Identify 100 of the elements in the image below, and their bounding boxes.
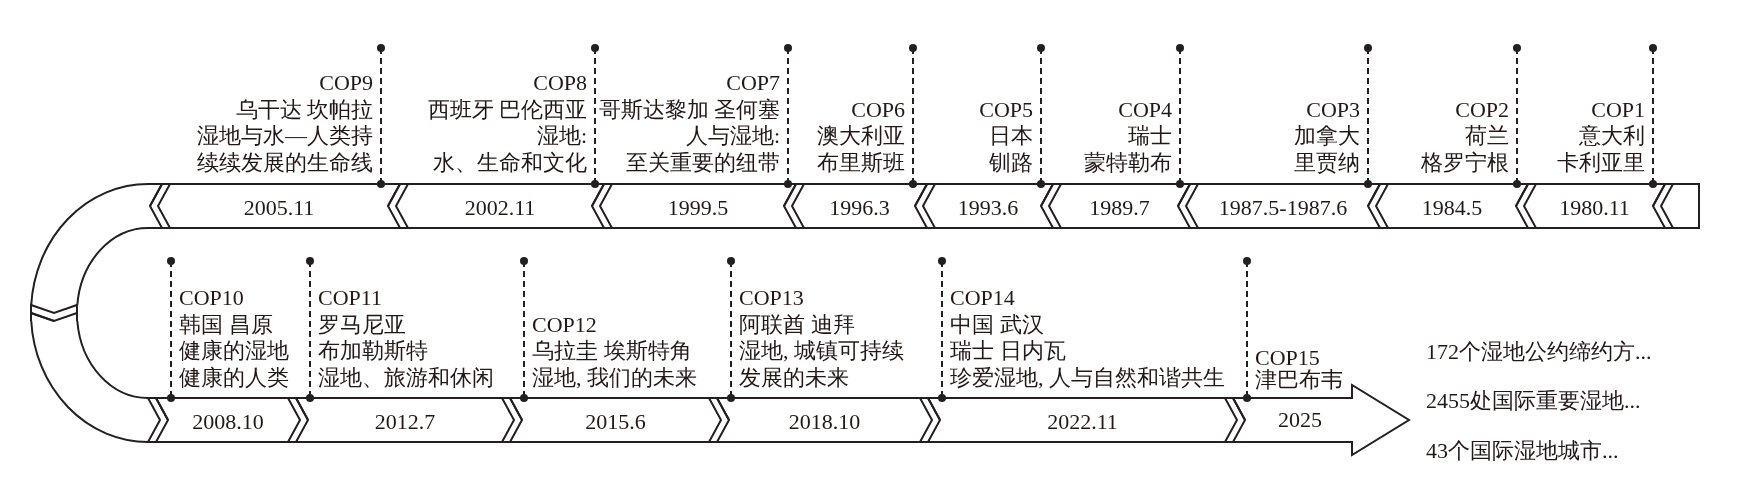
event-note: 西班牙 巴伦西亚 — [427, 96, 587, 123]
event-note: 罗马尼亚 — [318, 311, 406, 338]
date-label: 2002.11 — [464, 195, 536, 221]
date-label: 2012.7 — [374, 409, 436, 435]
event-note: 哥斯达黎加 圣何塞 — [598, 96, 780, 123]
session-label: COP8 — [533, 70, 587, 97]
date-label: 2015.6 — [585, 409, 646, 435]
timeline-segment — [935, 183, 1041, 229]
statistic-note: 2455处国际重要湿地... — [1426, 388, 1641, 414]
date-label: 1980.11 — [1559, 195, 1630, 221]
chevron-arrow — [146, 397, 169, 443]
date-label: 1989.7 — [1089, 195, 1150, 221]
chevron-arrow — [286, 397, 309, 443]
timeline-segment — [308, 397, 502, 443]
event-note: 意大利 — [1579, 123, 1645, 150]
chevron-arrow — [500, 397, 523, 443]
timeline-segment — [168, 397, 288, 443]
event-note: 钏路 — [989, 149, 1033, 176]
event-note: 布加勒斯特 — [318, 338, 428, 365]
event-note: 珍爱湿地, 人与自然和谐共生 — [950, 364, 1225, 391]
session-label: COP4 — [1118, 96, 1172, 123]
event-note: 荷兰 — [1465, 123, 1509, 150]
event-note: 韩国 昌原 — [179, 311, 273, 338]
event-note: 水、生命和文化 — [433, 149, 587, 176]
timeline-segment — [729, 397, 920, 443]
timeline-segment — [940, 397, 1225, 443]
session-label: COP2 — [1455, 96, 1509, 123]
chevron-arrow — [1652, 183, 1675, 229]
session-label: COP14 — [950, 285, 1015, 312]
session-label: COP13 — [739, 285, 804, 312]
date-label: 2005.11 — [243, 195, 315, 221]
event-note: 里贾纳 — [1294, 149, 1360, 176]
event-note: 湿地与水—人类持续续发展的生命线 — [196, 123, 373, 176]
event-note: 中国 武汉 — [950, 311, 1044, 338]
statistic-note: 172个湿地公约缔约方... — [1426, 339, 1652, 365]
event-note: 健康的湿地健康的人类 — [179, 338, 290, 391]
event-note: 瑞士 — [1128, 123, 1172, 150]
chevron-arrow — [387, 183, 410, 229]
timeline-segment — [804, 183, 915, 229]
timeline-segment — [1388, 183, 1516, 229]
date-label: 2025 — [1278, 407, 1322, 433]
event-note: 人与湿地: — [685, 123, 780, 150]
session-label: COP11 — [318, 285, 382, 312]
chevron-arrow — [1040, 183, 1063, 229]
event-note: 乌拉圭 埃斯特角 — [532, 338, 692, 365]
chevron-arrow — [707, 397, 730, 443]
event-note: 阿联酋 迪拜 — [739, 311, 855, 338]
date-label: 1993.6 — [957, 195, 1019, 221]
chevron-arrow — [1515, 183, 1538, 229]
event-note: 加拿大 — [1294, 123, 1360, 150]
chevron-arrow — [783, 183, 806, 229]
session-label: COP10 — [179, 285, 244, 312]
date-label: 1984.5 — [1421, 195, 1483, 221]
event-note: 卡利亚里 — [1557, 149, 1645, 176]
date-label: 2018.10 — [788, 409, 861, 435]
session-label: COP5 — [979, 96, 1033, 123]
session-label: COP6 — [851, 96, 905, 123]
date-label: 1996.3 — [829, 195, 890, 221]
event-note: 乌干达 坎帕拉 — [235, 96, 373, 123]
event-note: 湿地、旅游和休闲 — [318, 364, 494, 391]
curved-band — [30, 321, 148, 443]
timeline-segment — [522, 397, 709, 443]
date-label: 1999.5 — [667, 195, 729, 221]
event-note: 布里斯班 — [817, 149, 905, 176]
session-label: COP12 — [532, 311, 597, 338]
timeline-segment — [408, 183, 592, 229]
event-note: 湿地, 城镇可持续发展的未来 — [739, 338, 905, 391]
timeline-segment — [170, 183, 388, 229]
session-label: COP7 — [726, 70, 780, 97]
event-note: 湿地, 我们的未来 — [532, 364, 697, 391]
chevron-arrow — [918, 397, 941, 443]
chevron-arrow — [1367, 183, 1390, 229]
date-label: 2022.11 — [1047, 409, 1118, 435]
chevron-arrow — [914, 183, 937, 229]
event-note: 蒙特勒布 — [1084, 149, 1172, 176]
event-note: 澳大利亚 — [817, 123, 905, 150]
event-note: 格罗宁根 — [1421, 149, 1509, 176]
chevron-arrow — [1177, 183, 1200, 229]
chevron-arrow — [149, 183, 172, 229]
event-note: 日本 — [989, 123, 1033, 150]
chevron-arrow — [1223, 397, 1246, 443]
timeline-segment — [1536, 183, 1653, 229]
event-note: 瑞士 日内瓦 — [950, 338, 1066, 365]
statistic-note: 43个国际湿地城市... — [1426, 438, 1619, 464]
timeline-segment — [612, 183, 784, 229]
band-end — [1673, 183, 1700, 229]
date-label: 2008.10 — [192, 409, 264, 435]
event-note: 津巴布韦 — [1255, 369, 1343, 391]
session-label: COP3 — [1306, 96, 1360, 123]
date-label: 1987.5-1987.6 — [1218, 195, 1348, 221]
timeline-segment — [1198, 183, 1368, 229]
session-label: COP9 — [319, 70, 373, 97]
timeline-segment — [1061, 183, 1178, 229]
chevron-arrow — [30, 303, 78, 322]
session-label: COP1 — [1591, 96, 1645, 123]
session-label: COP15 — [1255, 347, 1320, 369]
event-note: 至关重要的纽带 — [626, 149, 780, 176]
curved-band — [30, 183, 150, 305]
event-note: 湿地: — [536, 123, 587, 150]
chevron-arrow — [591, 183, 614, 229]
